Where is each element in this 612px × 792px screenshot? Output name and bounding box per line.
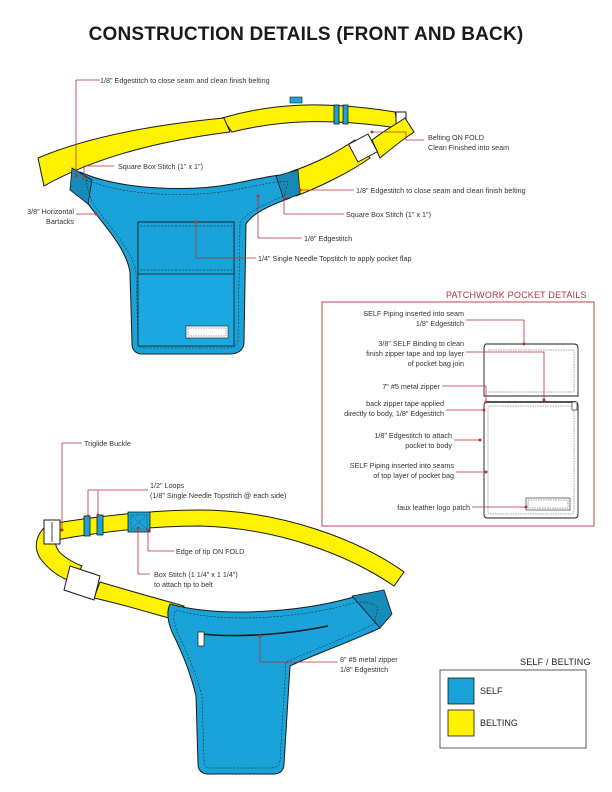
legend-title: SELF / BELTING: [520, 657, 591, 667]
patch-back-tape-1: back zipper tape applied: [366, 399, 444, 408]
patch-attach-2: pocket to body: [405, 441, 452, 450]
patch-piping-top-2: of top layer of pocket bag: [373, 471, 454, 480]
front-logo-patch: [185, 325, 229, 339]
patch-logo-label: faux leather logo patch: [397, 503, 470, 512]
back-bag-stitch: [173, 601, 379, 769]
front-belt-strap-right: [289, 139, 371, 197]
back-view: [35, 509, 405, 775]
legend: SELF / BELTING SELF BELTING: [439, 657, 591, 749]
callout-triglide: Triglide Buckle: [84, 439, 131, 448]
callout-edgestitch-pocket: 1/8" Edgestitch: [304, 234, 352, 243]
front-strap-tip: [289, 96, 303, 104]
patch-logo: [525, 497, 571, 511]
legend-label-self: SELF: [480, 686, 503, 696]
patchwork-labels: SELF Piping inserted into seam 1/8" Edge…: [344, 309, 470, 512]
back-belt-strap-top: [49, 509, 405, 587]
patch-zipper-pull: [571, 401, 578, 411]
front-belt-strap-back: [221, 104, 399, 133]
callout-loops-1: 1/2" Loops: [150, 481, 185, 490]
back-zipper-pull: [197, 631, 205, 647]
back-zipper: [201, 625, 329, 637]
front-side-panel-right: [275, 169, 301, 201]
front-bag-stitch: [85, 179, 289, 349]
patch-attach-1: 1/8" Edgestitch to attach: [374, 431, 452, 440]
legend-swatch-belting: [447, 709, 475, 737]
callout-zipper-1: 8" #5 metal zipper: [340, 655, 398, 664]
back-bag-body: [167, 595, 385, 775]
patch-zipper-label: 7" #5 metal zipper: [382, 382, 440, 391]
patch-piping-top-1: SELF Piping inserted into seams: [350, 461, 455, 470]
callout-box-stitch-2: to attach tip to belt: [154, 580, 213, 589]
callout-belting-fold-2: Clean Finished into seam: [428, 143, 509, 152]
callout-bartacks-1: 3/8" Horizontal: [27, 207, 74, 216]
patch-back-tape-2: directly to body, 1/8" Edgestitch: [344, 409, 444, 418]
back-loop-1: [83, 515, 91, 537]
patchwork-title: PATCHWORK POCKET DETAILS: [446, 290, 587, 300]
callout-edge-tip: Edge of tip ON FOLD: [176, 547, 244, 556]
patchwork-panel: PATCHWORK POCKET DETAILS: [321, 290, 595, 527]
back-leaders: [60, 442, 338, 663]
callout-square-box-right: Square Box Stitch (1" x 1"): [346, 210, 431, 219]
front-belt-strap-far-right: [371, 117, 415, 159]
callout-topstitch-flap: 1/4" Single Needle Topstitch to apply po…: [258, 254, 411, 263]
front-pocket-flap: [137, 221, 235, 275]
back-labels: Triglide Buckle 1/2" Loops (1/8" Single …: [84, 439, 398, 674]
callout-bartacks-2: Bartacks: [46, 217, 74, 226]
callout-zipper-2: 1/8" Edgestitch: [340, 665, 388, 674]
back-side-panel-right: [351, 589, 393, 629]
page-title: CONSTRUCTION DETAILS (FRONT AND BACK): [88, 24, 524, 45]
front-buckle: [347, 133, 379, 163]
front-belt-strap-left: [37, 117, 231, 187]
patch-piping-seam-1: SELF Piping inserted into seam: [363, 309, 464, 318]
front-loop-2: [342, 104, 349, 125]
callout-loops-2: (1/8" Single Needle Topstitch @ each sid…: [150, 491, 286, 500]
patchwork-leaders: [442, 319, 546, 509]
front-side-panel-left: [69, 167, 93, 205]
patch-binding-2: finish zipper tape and top layer: [366, 349, 464, 358]
patch-binding-3: of pocket bag join: [408, 359, 464, 368]
back-buckle: [63, 565, 101, 601]
back-loop-2: [96, 514, 104, 536]
legend-label-belting: BELTING: [480, 718, 518, 728]
front-view: [37, 96, 415, 355]
patch-piping-seam-2: 1/8" Edgestitch: [416, 319, 464, 328]
callout-box-stitch-1: Box Stitch (1 1/4" x 1 1/4"): [154, 570, 238, 579]
patch-pocket-flap: [483, 343, 579, 397]
callout-belting-fold-1: Belting ON FOLD: [428, 133, 484, 142]
callout-edgestitch-right: 1/8" Edgestitch to close seam and clean …: [356, 186, 526, 195]
callout-edgestitch-top: 1/8" Edgestitch to close seam and clean …: [100, 76, 270, 85]
front-leaders: [74, 79, 424, 259]
legend-swatch-self: [447, 677, 475, 705]
callout-square-box-left: Square Box Stitch (1" x 1"): [118, 162, 203, 171]
front-loop-1: [333, 104, 340, 125]
patch-binding-1: 3/8" SELF Binding to clean: [378, 339, 464, 348]
front-labels: 1/8" Edgestitch to close seam and clean …: [27, 76, 525, 263]
patchwork-panel-frame: [321, 301, 595, 527]
